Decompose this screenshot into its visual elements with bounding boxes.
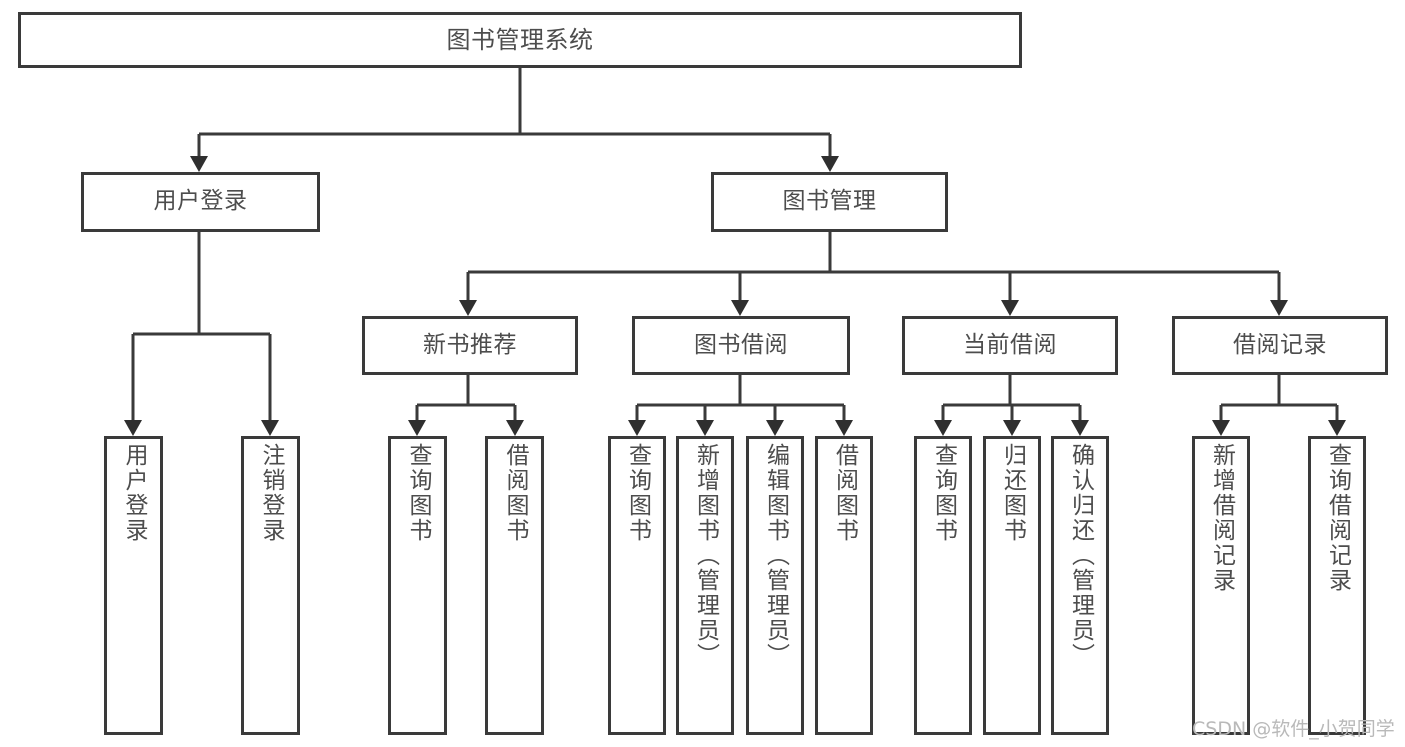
node-leaf-book-borrow-edit[interactable]: 编辑图书（管理员） [746, 436, 804, 735]
node-label: 确认归还（管理员） [1067, 443, 1094, 668]
node-leaf-book-borrow-lend[interactable]: 借阅图书 [815, 436, 873, 735]
node-label: 查询图书 [930, 443, 957, 543]
node-book-borrow[interactable]: 图书借阅 [632, 316, 850, 375]
node-label: 图书管理 [782, 188, 877, 215]
node-label: 查询图书 [405, 443, 431, 543]
node-borrow-records[interactable]: 借阅记录 [1172, 316, 1388, 375]
arrowhead-new-book [459, 300, 477, 316]
arrowhead-new-book-leaf2 [506, 420, 524, 436]
node-label: 图书管理系统 [446, 25, 594, 54]
node-book-management[interactable]: 图书管理 [711, 172, 948, 232]
arrowhead-borrow-records-leaf1 [1212, 420, 1230, 436]
arrowhead-book-borrow-leaf3 [766, 420, 784, 436]
arrowhead-book-borrow-leaf2 [696, 420, 714, 436]
arrowhead-user-login [190, 156, 208, 172]
node-leaf-new-book-borrow[interactable]: 借阅图书 [485, 436, 544, 735]
node-user-login[interactable]: 用户登录 [81, 172, 320, 232]
node-label: 用户登录 [121, 443, 147, 543]
csdn-watermark: CSDN @软件_小贺同学 [1192, 718, 1395, 740]
node-label: 归还图书 [999, 443, 1026, 543]
arrowhead-current-borrow [1001, 300, 1019, 316]
node-label: 新增图书（管理员） [692, 443, 719, 668]
node-leaf-current-borrow-query[interactable]: 查询图书 [914, 436, 972, 735]
node-new-book-recommend[interactable]: 新书推荐 [362, 316, 578, 375]
node-label: 当前借阅 [963, 331, 1057, 358]
node-label: 新书推荐 [423, 331, 517, 358]
node-leaf-borrow-records-add[interactable]: 新增借阅记录 [1192, 436, 1250, 735]
node-label: 借阅图书 [831, 443, 858, 543]
node-label: 注销登录 [258, 443, 284, 543]
node-label: 编辑图书（管理员） [762, 443, 789, 668]
arrowhead-book-borrow-leaf1 [628, 420, 646, 436]
node-label: 新增借阅记录 [1208, 443, 1235, 593]
arrowhead-current-borrow-leaf3 [1071, 420, 1089, 436]
node-label: 图书借阅 [694, 331, 788, 358]
arrowhead-current-borrow-leaf1 [934, 420, 952, 436]
node-label: 借阅图书 [502, 443, 528, 543]
arrowhead-new-book-leaf1 [408, 420, 426, 436]
node-leaf-current-borrow-return[interactable]: 归还图书 [983, 436, 1041, 735]
arrowhead-current-borrow-leaf2 [1003, 420, 1021, 436]
node-label: 查询借阅记录 [1324, 443, 1351, 593]
node-label: 查询图书 [624, 443, 651, 543]
arrowhead-book-mgmt [821, 156, 839, 172]
arrowhead-borrow-records-leaf2 [1328, 420, 1346, 436]
arrowhead-user-login-leaf2 [261, 420, 279, 436]
node-leaf-user-login-signout[interactable]: 注销登录 [241, 436, 300, 735]
node-root-library-system[interactable]: 图书管理系统 [18, 12, 1022, 68]
node-label: 借阅记录 [1233, 331, 1327, 358]
node-leaf-user-login-signin[interactable]: 用户登录 [104, 436, 163, 735]
arrowhead-user-login-leaf1 [124, 420, 142, 436]
node-leaf-book-borrow-query[interactable]: 查询图书 [608, 436, 666, 735]
arrowhead-book-borrow [731, 300, 749, 316]
arrowhead-borrow-records [1270, 300, 1288, 316]
arrowhead-book-borrow-leaf4 [835, 420, 853, 436]
node-current-borrow[interactable]: 当前借阅 [902, 316, 1118, 375]
node-leaf-borrow-records-query[interactable]: 查询借阅记录 [1308, 436, 1366, 735]
node-label: 用户登录 [153, 188, 248, 215]
node-leaf-current-borrow-confirm-return[interactable]: 确认归还（管理员） [1051, 436, 1109, 735]
node-leaf-new-book-query[interactable]: 查询图书 [388, 436, 447, 735]
node-leaf-book-borrow-add[interactable]: 新增图书（管理员） [676, 436, 734, 735]
